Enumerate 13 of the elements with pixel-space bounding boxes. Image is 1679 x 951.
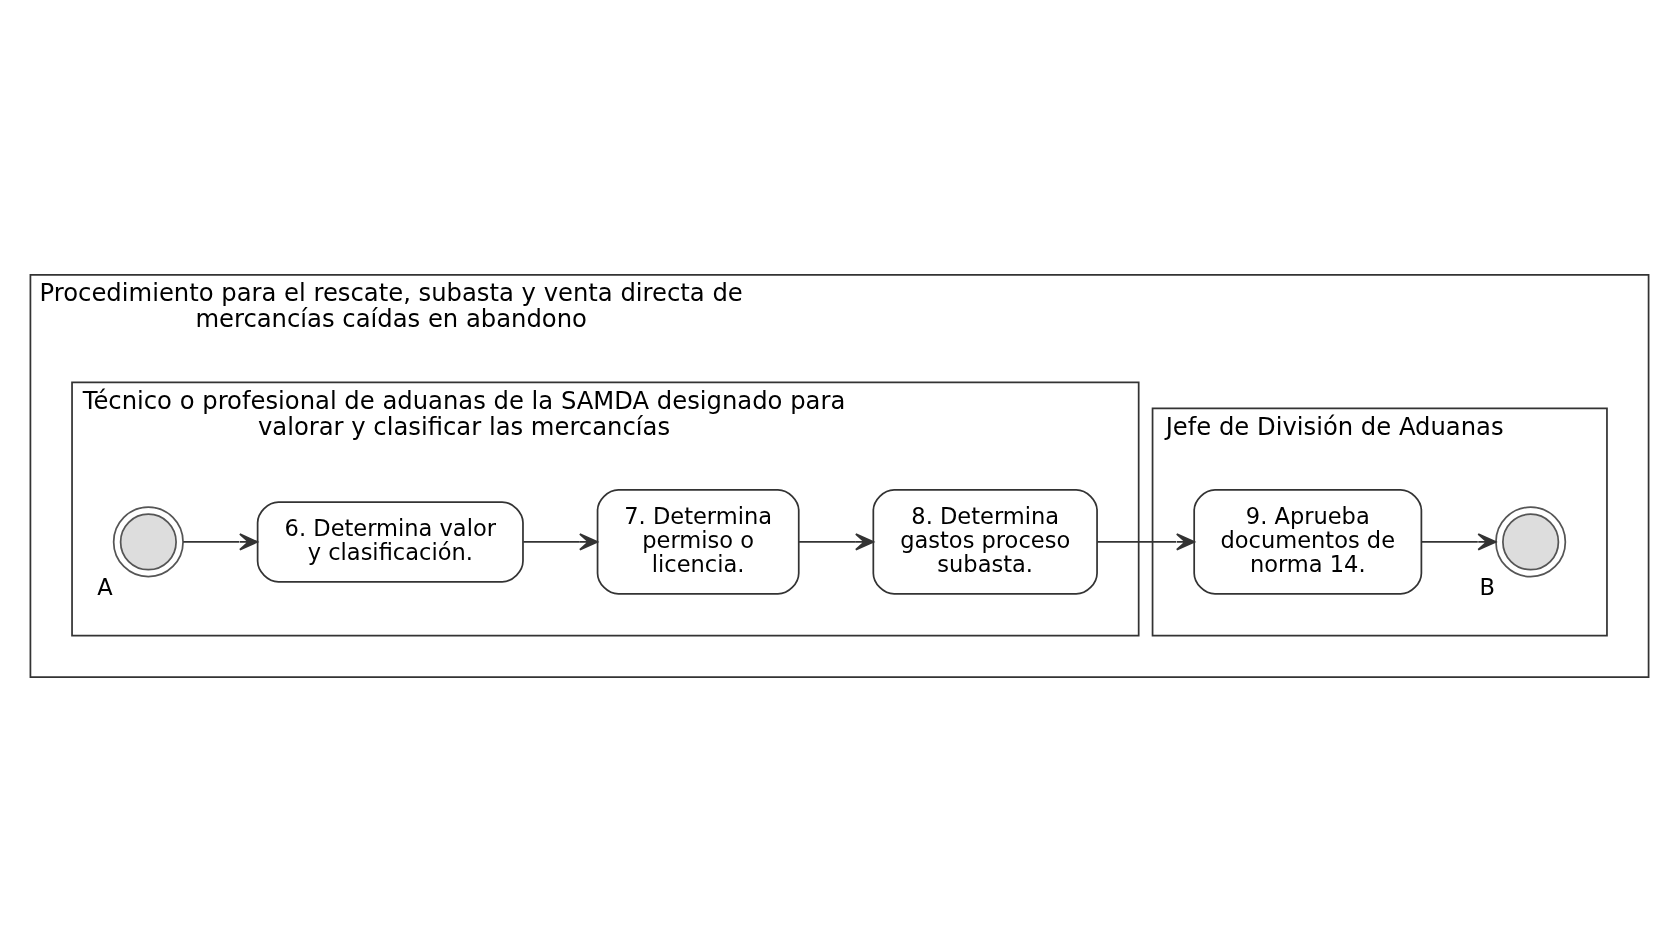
node-box: 8. Determina gastos proceso subasta. — [872, 488, 1098, 595]
node-box: 9. Aprueba documentos de norma 14. — [1193, 488, 1423, 595]
arrow — [798, 532, 875, 551]
node-circle — [112, 505, 184, 577]
node-box: 6. Determina valor y clasificación. — [256, 500, 524, 583]
arrow — [1420, 532, 1497, 551]
node-label: B — [1479, 573, 1496, 600]
node-circle — [1495, 505, 1567, 577]
arrow — [1096, 532, 1195, 551]
node-box: 7. Determina permiso o licencia. — [596, 488, 800, 595]
arrow — [522, 532, 599, 551]
arrow — [182, 532, 259, 551]
node-label: A — [97, 573, 113, 600]
